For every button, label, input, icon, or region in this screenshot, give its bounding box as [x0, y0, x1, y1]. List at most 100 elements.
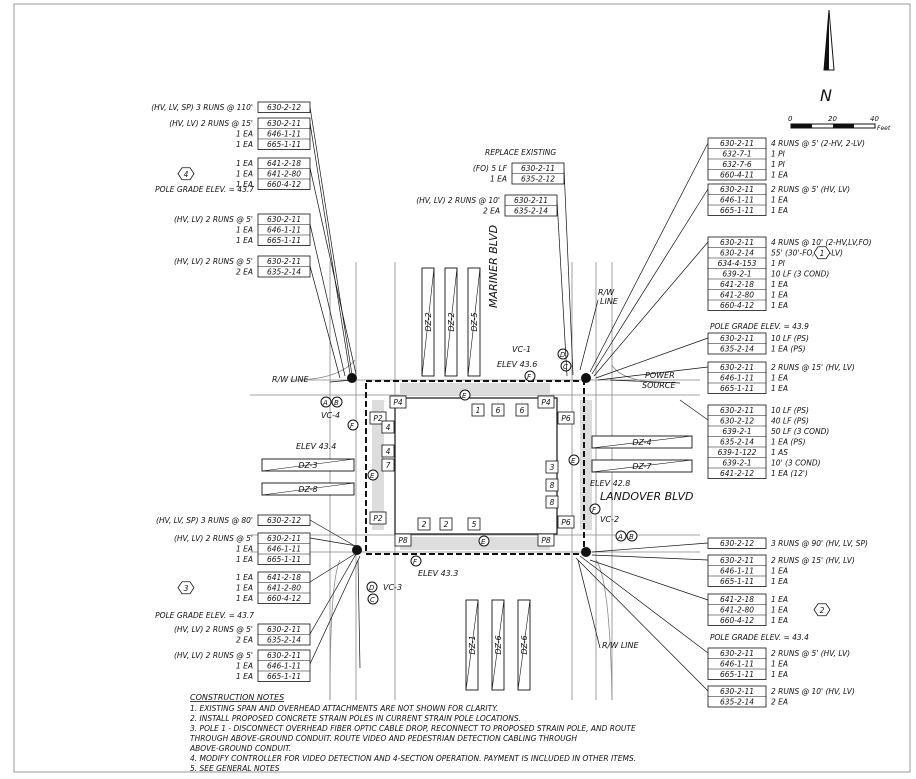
pay-item-number: 630-2-11: [720, 649, 754, 658]
left-callout: POLE GRADE ELEV. = 43.7: [155, 185, 254, 194]
pole-number: 2: [820, 606, 825, 615]
pay-item-number: 665-1-11: [267, 140, 301, 149]
pay-item-number: 646-1-11: [720, 567, 754, 576]
callout-quantity: 1 EA: [236, 159, 253, 168]
pay-item-number: 630-2-11: [521, 164, 555, 173]
pay-item-number: 630-2-11: [720, 406, 754, 415]
callout-quantity: 4 RUNS @ 10' (2-HV,LV,FO): [771, 238, 872, 247]
pole-grade-elev: POLE GRADE ELEV. = 43.4: [710, 633, 809, 642]
callout-quantity: 1 EA: [771, 595, 788, 604]
callout-quantity: (HV, LV) 2 RUNS @ 15': [169, 119, 253, 128]
signal-head: 7: [381, 458, 395, 472]
callout-quantity: (HV, LV) 2 RUNS @ 5': [174, 625, 253, 634]
signal-head-number: 8: [550, 498, 555, 507]
phase-label: P8: [394, 533, 412, 547]
phase-text: P8: [398, 536, 408, 545]
callout-quantity: 1 EA (PS): [771, 345, 806, 354]
signal-head: 6: [491, 403, 505, 417]
callout-quantity: 1 EA: [771, 196, 788, 205]
callout-quantity: 1 EA: [236, 140, 253, 149]
pay-item-number: 639-1-122: [718, 448, 757, 457]
detection-zone: DZ-2: [444, 267, 458, 377]
letter-c-sw: C: [370, 596, 375, 604]
callout-quantity: 10' (3 COND): [771, 459, 821, 468]
callout-quantity: 1 EA: [236, 170, 253, 179]
phase-label: P4: [537, 395, 555, 409]
pay-item-number: 634-4-153: [718, 259, 757, 268]
detection-zone-label: DZ-2: [447, 312, 456, 331]
pay-item-number: 630-2-11: [267, 215, 301, 224]
callout-quantity: 1 EA: [236, 555, 253, 564]
pay-item-number: 630-2-11: [720, 687, 754, 696]
detection-zone-label: DZ-6: [494, 635, 503, 654]
letter-e-s: E: [481, 538, 486, 546]
callout-quantity: 1 EA: [236, 584, 253, 593]
callout-quantity: 1 PI: [771, 150, 786, 159]
pay-item-number: 630-2-11: [267, 534, 301, 543]
signal-head-number: 4: [386, 423, 391, 432]
pay-item-number: 660-4-12: [720, 616, 754, 625]
callout-quantity: 1 EA: [236, 662, 253, 671]
pole-number: 4: [184, 170, 189, 179]
callout-quantity: 1 EA: [771, 384, 788, 393]
callout-quantity: 1 AS: [771, 448, 788, 457]
pole-grade-elev: POLE GRADE ELEV. = 43.7: [155, 185, 254, 194]
callout-quantity: (HV, LV, SP) 3 RUNS @ 80': [156, 516, 253, 525]
callout-quantity: 1 EA: [236, 236, 253, 245]
vc-4-label: VC-4: [321, 411, 340, 420]
pay-item-number: 630-2-11: [514, 196, 548, 205]
detection-zone: DZ-1: [465, 599, 479, 691]
left-callout: (HV, LV, SP) 3 RUNS @ 110'630-2-12: [151, 101, 311, 113]
pay-item-number: 630-2-11: [267, 257, 301, 266]
callout-quantity: 1 EA: [771, 206, 788, 215]
rw-line-label-west: R/W LINE: [272, 375, 310, 384]
pay-item-number: 665-1-11: [267, 236, 301, 245]
letter-d-ne: D: [560, 351, 566, 359]
signal-head-number: 7: [386, 461, 391, 470]
detection-zone-label: DZ-6: [520, 635, 529, 654]
detection-zone: DZ-6: [517, 599, 531, 691]
pay-item-number: 635-2-14: [514, 207, 548, 216]
letter-e-w: E: [370, 472, 375, 480]
callout-quantity: 1 PI: [771, 160, 786, 169]
callout-quantity: 1 EA (PS): [771, 438, 806, 447]
letter-f-e: F: [592, 506, 597, 514]
pay-item-number: 641-2-18: [720, 595, 754, 604]
callout-quantity: (HV, LV) 2 RUNS @ 5': [174, 257, 253, 266]
scale-unit: Feet: [877, 125, 891, 132]
signal-head-number: 3: [550, 463, 555, 472]
letter-f-n: F: [527, 373, 532, 381]
pay-item-number: 646-1-11: [720, 196, 754, 205]
callout-quantity: 1 EA: [771, 301, 788, 310]
phase-text: P6: [561, 414, 571, 423]
pay-item-number: 630-2-11: [720, 238, 754, 247]
pay-item-number: 660-4-11: [720, 171, 754, 180]
elev-label-w: ELEV 43.4: [296, 442, 336, 451]
callout-quantity: 1 EA (12'): [771, 469, 808, 478]
street-name-mariner: MARINER BLVD: [487, 225, 500, 308]
pay-item-number: 630-2-11: [720, 185, 754, 194]
left-callout: POLE GRADE ELEV. = 43.7: [155, 611, 254, 620]
pay-item-number: 632-7-1: [722, 150, 751, 159]
phase-text: P4: [393, 398, 403, 407]
callout-quantity: (FO) 5 LF: [473, 164, 508, 173]
pay-item-number: 665-1-11: [267, 555, 301, 564]
note-1: 1. EXISTING SPAN AND OVERHEAD ATTACHMENT…: [190, 704, 498, 713]
pay-item-number: 639-2-1: [722, 427, 751, 436]
north-arrow-icon: N: [820, 9, 835, 105]
callout-quantity: 1 EA: [771, 606, 788, 615]
